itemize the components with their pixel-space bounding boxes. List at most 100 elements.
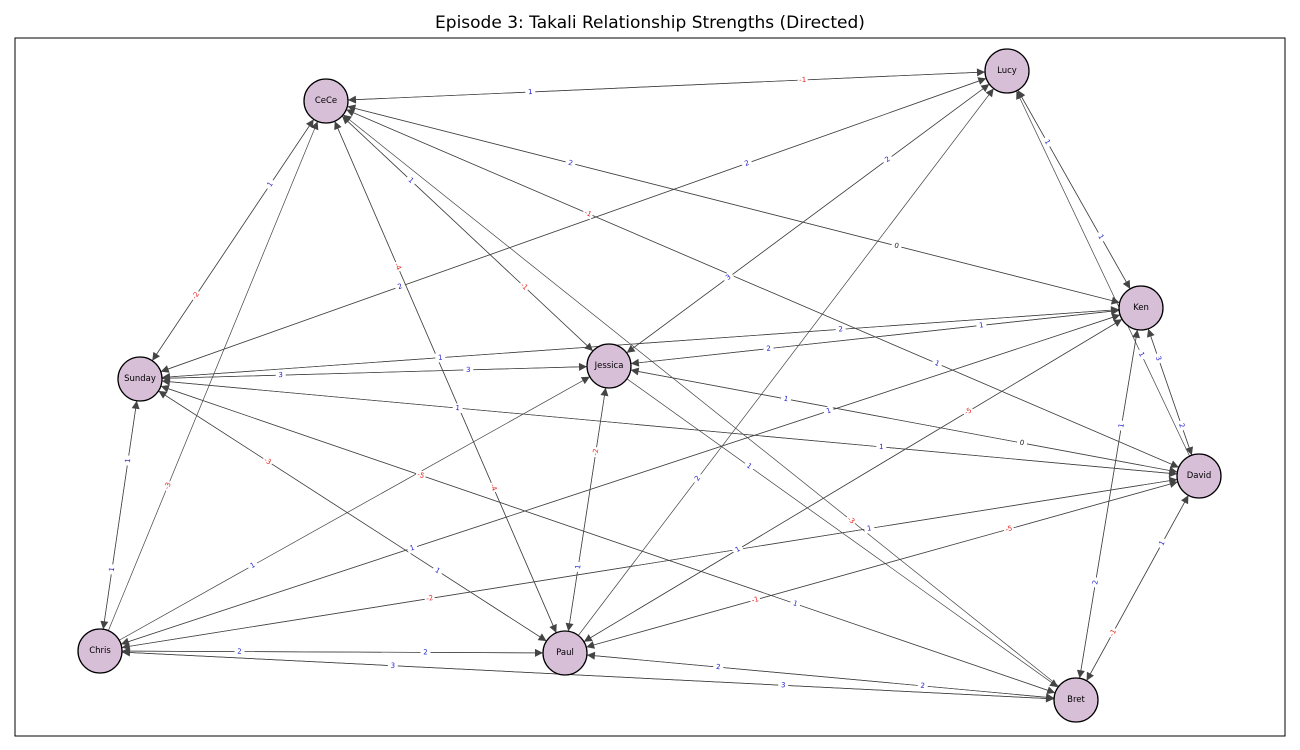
node-label-jessica: Jessica <box>594 361 624 371</box>
edge-david-to-cece <box>346 109 1179 468</box>
node-cece: CeCe <box>303 78 349 124</box>
edge-chris-to-cece <box>108 121 319 631</box>
edge-bret-to-ken <box>1079 329 1141 679</box>
edge-jessica-to-paul <box>565 387 607 632</box>
edge-label-background <box>1116 419 1127 432</box>
edge-label-paul-to-david: -1 <box>751 595 760 605</box>
edge-label-background <box>517 279 531 294</box>
edge-label-ken-to-lucy: 1 <box>1096 233 1105 241</box>
edge-label-background <box>822 405 835 417</box>
edge-david-to-ken <box>1147 328 1193 456</box>
edge-label-background <box>917 680 929 691</box>
edge-label-background <box>780 393 792 405</box>
edge-label-sunday-to-cece: -2 <box>191 290 202 300</box>
node-lucy: Lucy <box>984 48 1030 94</box>
edge-label-chris-to-bret: 3 <box>390 662 395 670</box>
edge-label-cece-to-jessica: 1 <box>407 176 416 185</box>
edge-label-lucy-to-jessica: 2 <box>883 155 891 164</box>
edge-label-background <box>260 454 275 468</box>
edge-label-david-to-paul: -5 <box>1004 524 1013 534</box>
node-label-bret: Bret <box>1067 695 1085 705</box>
edge-label-background <box>880 152 895 167</box>
edge-label-jessica-to-paul: -2 <box>591 448 600 456</box>
edge-chris-to-jessica <box>119 376 590 641</box>
edge-label-background <box>712 662 724 673</box>
edge-label-david-to-ken: 2 <box>1177 422 1186 429</box>
edge-label-background <box>690 471 705 486</box>
node-circle-sunday <box>117 356 163 402</box>
edge-label-background <box>749 594 762 606</box>
edge-label-background <box>740 157 754 170</box>
edge-label-background <box>434 352 446 363</box>
edge-label-paul-to-ken: 1 <box>734 545 742 554</box>
edge-label-jessica-to-lucy: 3 <box>724 273 732 282</box>
node-circle-david <box>1176 453 1222 499</box>
edge-label-cece-to-sunday: 1 <box>266 180 275 188</box>
edge-jessica-to-cece <box>341 115 594 352</box>
edge-label-cece-to-paul: -4 <box>393 262 403 272</box>
edge-label-chris-to-jessica: 1 <box>249 561 257 570</box>
edge-label-paul-to-cece: -4 <box>488 483 498 493</box>
edge-label-lucy-to-ken: 1 <box>1043 138 1052 146</box>
edge-label-background <box>1002 523 1015 535</box>
edge-sunday-to-cece <box>151 119 315 361</box>
node-label-david: David <box>1187 471 1212 481</box>
node-circle-cece <box>303 78 349 124</box>
edge-label-sunday-to-lucy: 2 <box>397 282 404 291</box>
edge-label-sunday-to-david: 1 <box>455 404 460 412</box>
node-sunday: Sunday <box>117 356 163 402</box>
edge-label-ken-to-david: 3 <box>1154 355 1163 362</box>
edge-jessica-to-david <box>630 369 1178 475</box>
edge-label-background <box>835 324 847 335</box>
edge-label-background <box>1090 576 1101 589</box>
edge-label-background <box>797 75 808 85</box>
node-circle-chris <box>77 628 123 674</box>
edge-label-cece-to-ken: 2 <box>567 159 573 168</box>
edge-label-david-to-lucy: 1 <box>1137 351 1146 358</box>
edge-label-background <box>414 469 427 482</box>
node-bret: Bret <box>1053 677 1099 723</box>
edge-label-jessica-to-sunday: 3 <box>466 366 471 374</box>
edge-ken-to-lucy <box>1017 89 1131 290</box>
edge-label-background <box>1175 419 1188 432</box>
edge-label-cece-to-lucy: 1 <box>528 88 533 96</box>
node-chris: Chris <box>77 628 123 674</box>
edge-label-background <box>463 365 474 375</box>
edge-label-background <box>393 280 407 293</box>
edge-label-jessica-to-bret: 1 <box>745 462 753 471</box>
edge-label-ken-to-cece: 0 <box>893 241 899 250</box>
edge-label-background <box>930 357 944 370</box>
node-circle-lucy <box>984 48 1030 94</box>
edge-david-to-sunday <box>161 377 1178 475</box>
edge-label-david-to-jessica: 0 <box>1019 439 1025 448</box>
node-ken: Ken <box>1118 285 1164 331</box>
edge-label-background <box>572 561 584 573</box>
edge-label-background <box>246 559 260 572</box>
edge-chris-to-sunday <box>102 400 140 630</box>
edge-label-chris-to-david: -2 <box>426 594 434 603</box>
edge-label-background <box>789 597 802 610</box>
edge-label-ken-to-jessica: 1 <box>979 321 984 329</box>
edge-david-to-chris <box>121 479 1178 651</box>
edge-label-paul-to-bret: 2 <box>716 663 721 671</box>
node-circle-ken <box>1118 285 1164 331</box>
node-label-ken: Ken <box>1133 303 1149 313</box>
edge-label-background <box>487 481 500 494</box>
edge-label-background <box>581 207 595 220</box>
node-label-paul: Paul <box>556 648 574 658</box>
edge-label-paul-to-jessica: 1 <box>574 564 583 570</box>
edge-label-david-to-bret: 1 <box>1158 539 1167 547</box>
plot-frame <box>14 37 1286 737</box>
edge-label-sunday-to-bret: -5 <box>416 470 425 480</box>
edge-label-background <box>424 593 436 604</box>
edge-label-lucy-to-sunday: 2 <box>743 159 750 168</box>
edge-david-to-paul <box>586 481 1178 649</box>
edge-label-background <box>452 403 464 414</box>
node-circle-bret <box>1053 677 1099 723</box>
edge-label-bret-to-david: -1 <box>1108 628 1118 638</box>
edge-label-background <box>525 87 536 97</box>
edge-label-chris-to-ken: 1 <box>409 544 416 553</box>
edge-label-background <box>1152 352 1165 365</box>
edge-label-background <box>391 260 404 273</box>
